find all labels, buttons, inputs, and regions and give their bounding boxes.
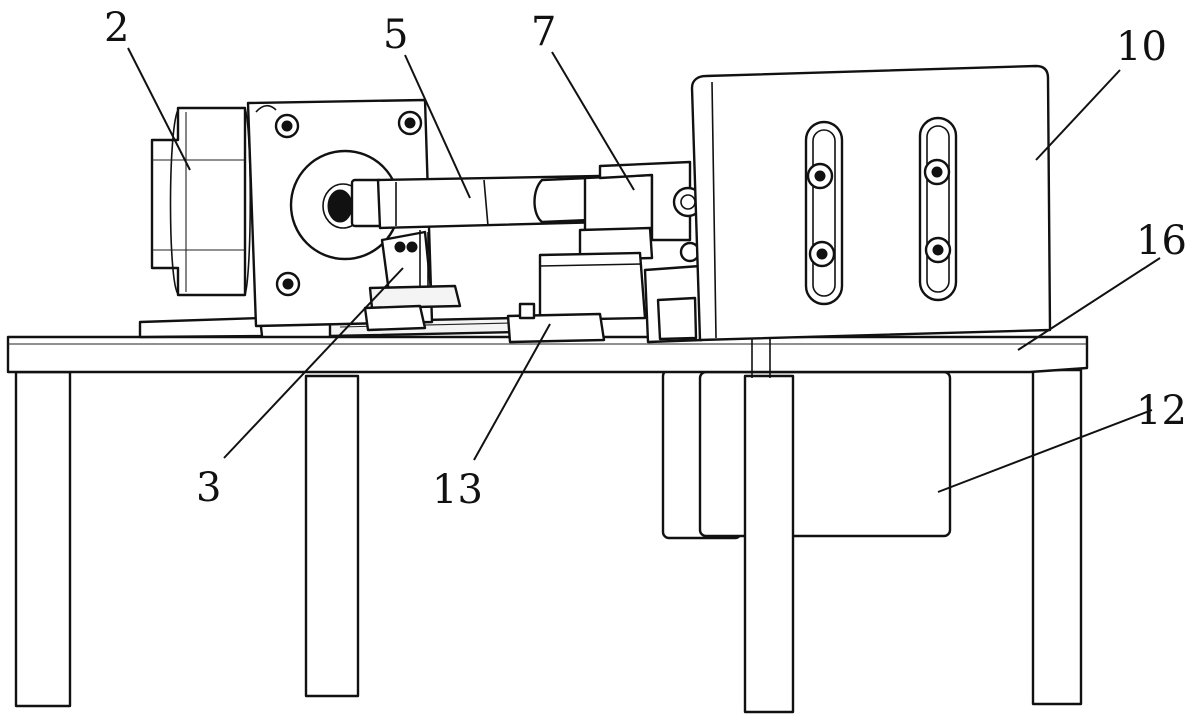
- callout-12: 12: [1136, 388, 1187, 434]
- upright-plate: [690, 64, 1052, 342]
- bearing-support: [363, 230, 462, 332]
- callout-7: 7: [531, 9, 556, 55]
- callout-3: 3: [196, 465, 221, 511]
- callout-13: 13: [432, 467, 483, 513]
- leader-5: [404, 54, 471, 199]
- leg-back-left: [304, 374, 360, 698]
- callout-5: 5: [383, 12, 408, 58]
- leader-2: [127, 47, 191, 171]
- table-top: [6, 335, 1089, 378]
- leader-lines: [127, 47, 1161, 493]
- leader-7: [551, 51, 635, 191]
- table-legs: [14, 368, 1083, 714]
- under-table-box: [661, 368, 952, 540]
- callout-10: 10: [1116, 24, 1167, 70]
- callout-labels: 2 5 7 10 16 12 13 3: [104, 5, 1187, 513]
- leg-front-right: [743, 374, 795, 714]
- coupling-block: [578, 160, 704, 263]
- callout-16: 16: [1136, 218, 1187, 264]
- leader-16: [1017, 257, 1161, 351]
- leader-12: [937, 409, 1153, 493]
- leader-13: [473, 323, 551, 461]
- leg-front-left: [14, 370, 72, 708]
- connecting-rod: [350, 174, 607, 230]
- callout-2: 2: [104, 5, 129, 51]
- leg-back-right: [1031, 368, 1083, 706]
- leader-10: [1035, 69, 1121, 161]
- leader-3: [223, 267, 404, 459]
- slide-base: [506, 251, 704, 344]
